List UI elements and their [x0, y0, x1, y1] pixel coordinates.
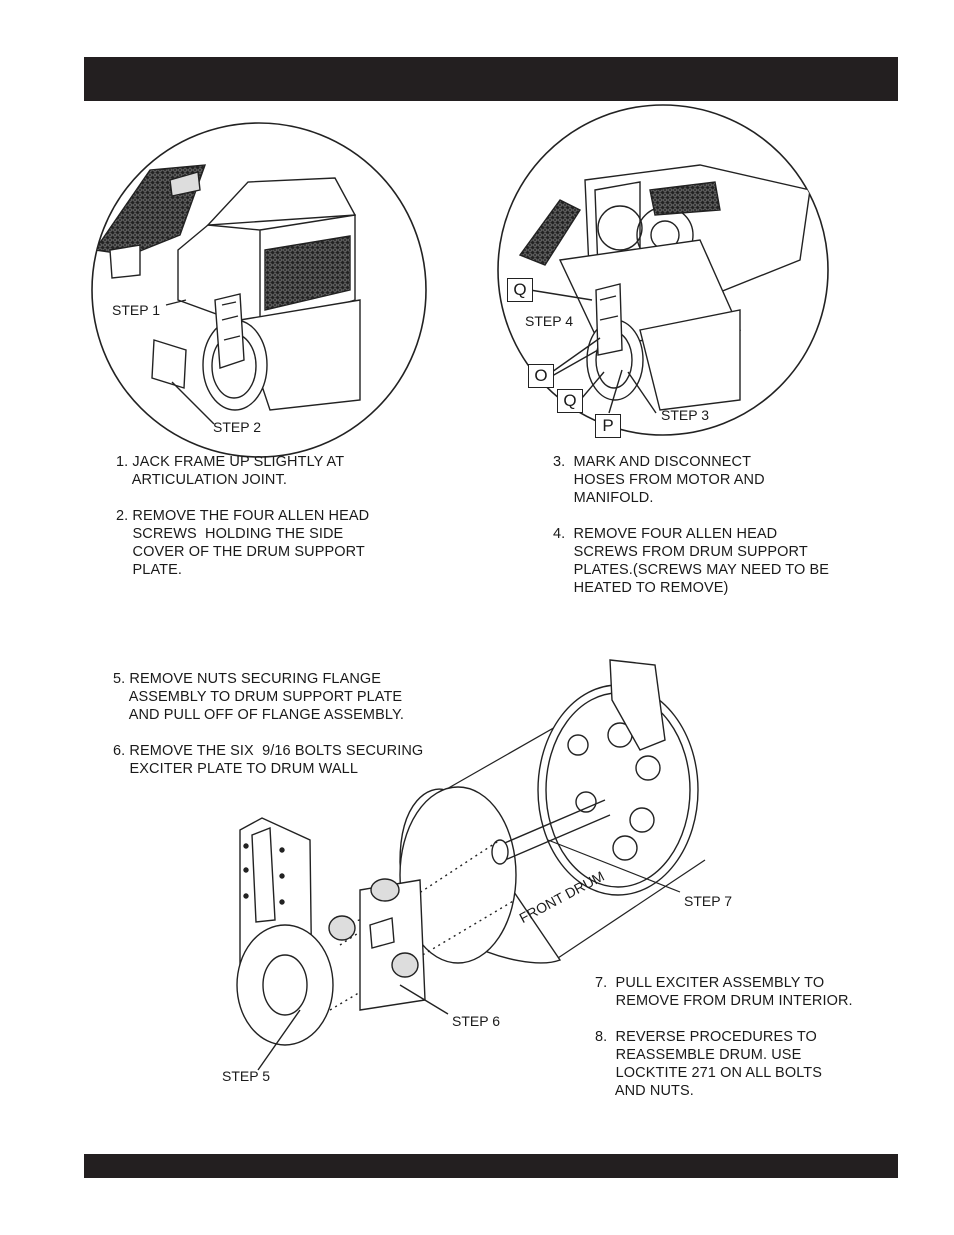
- instruction-step-6: 6. REMOVE THE SIX 9/16 BOLTS SECURING EX…: [113, 743, 424, 777]
- instruction-step-7: 7. PULL EXCITER ASSEMBLY TO REMOVE FROM …: [595, 975, 853, 1009]
- label-step-7: STEP 7: [684, 893, 732, 909]
- instruction-step-1: 1. JACK FRAME UP SLIGHTLY AT ARTICULATIO…: [116, 454, 345, 488]
- label-step-1: STEP 1: [112, 302, 160, 318]
- instruction-step-8: 8. REVERSE PROCEDURES TO REASSEMBLE DRUM…: [595, 1029, 823, 1099]
- instruction-step-3: 3. MARK AND DISCONNECT HOSES FROM MOTOR …: [553, 454, 765, 506]
- callout-q-top: Q: [507, 278, 533, 302]
- instruction-step-4: 4. REMOVE FOUR ALLEN HEAD SCREWS FROM DR…: [553, 526, 830, 596]
- label-step-2: STEP 2: [213, 419, 261, 435]
- label-step-6: STEP 6: [452, 1013, 500, 1029]
- callout-q-bottom: Q: [557, 389, 583, 413]
- instruction-step-5: 5. REMOVE NUTS SECURING FLANGE ASSEMBLY …: [113, 671, 405, 723]
- drum-assembly: [236, 659, 706, 1071]
- callout-p: P: [595, 414, 621, 438]
- footer-bar: [84, 1154, 898, 1178]
- instruction-step-2: 2. REMOVE THE FOUR ALLEN HEAD SCREWS HOL…: [116, 508, 370, 578]
- callout-o: O: [528, 364, 554, 388]
- label-step-3: STEP 3: [661, 407, 709, 423]
- label-step-5: STEP 5: [222, 1068, 270, 1084]
- detail-circle-1: [91, 122, 427, 458]
- detail-circle-2: [497, 104, 829, 436]
- header-bar: [84, 57, 898, 101]
- label-step-4: STEP 4: [525, 313, 573, 329]
